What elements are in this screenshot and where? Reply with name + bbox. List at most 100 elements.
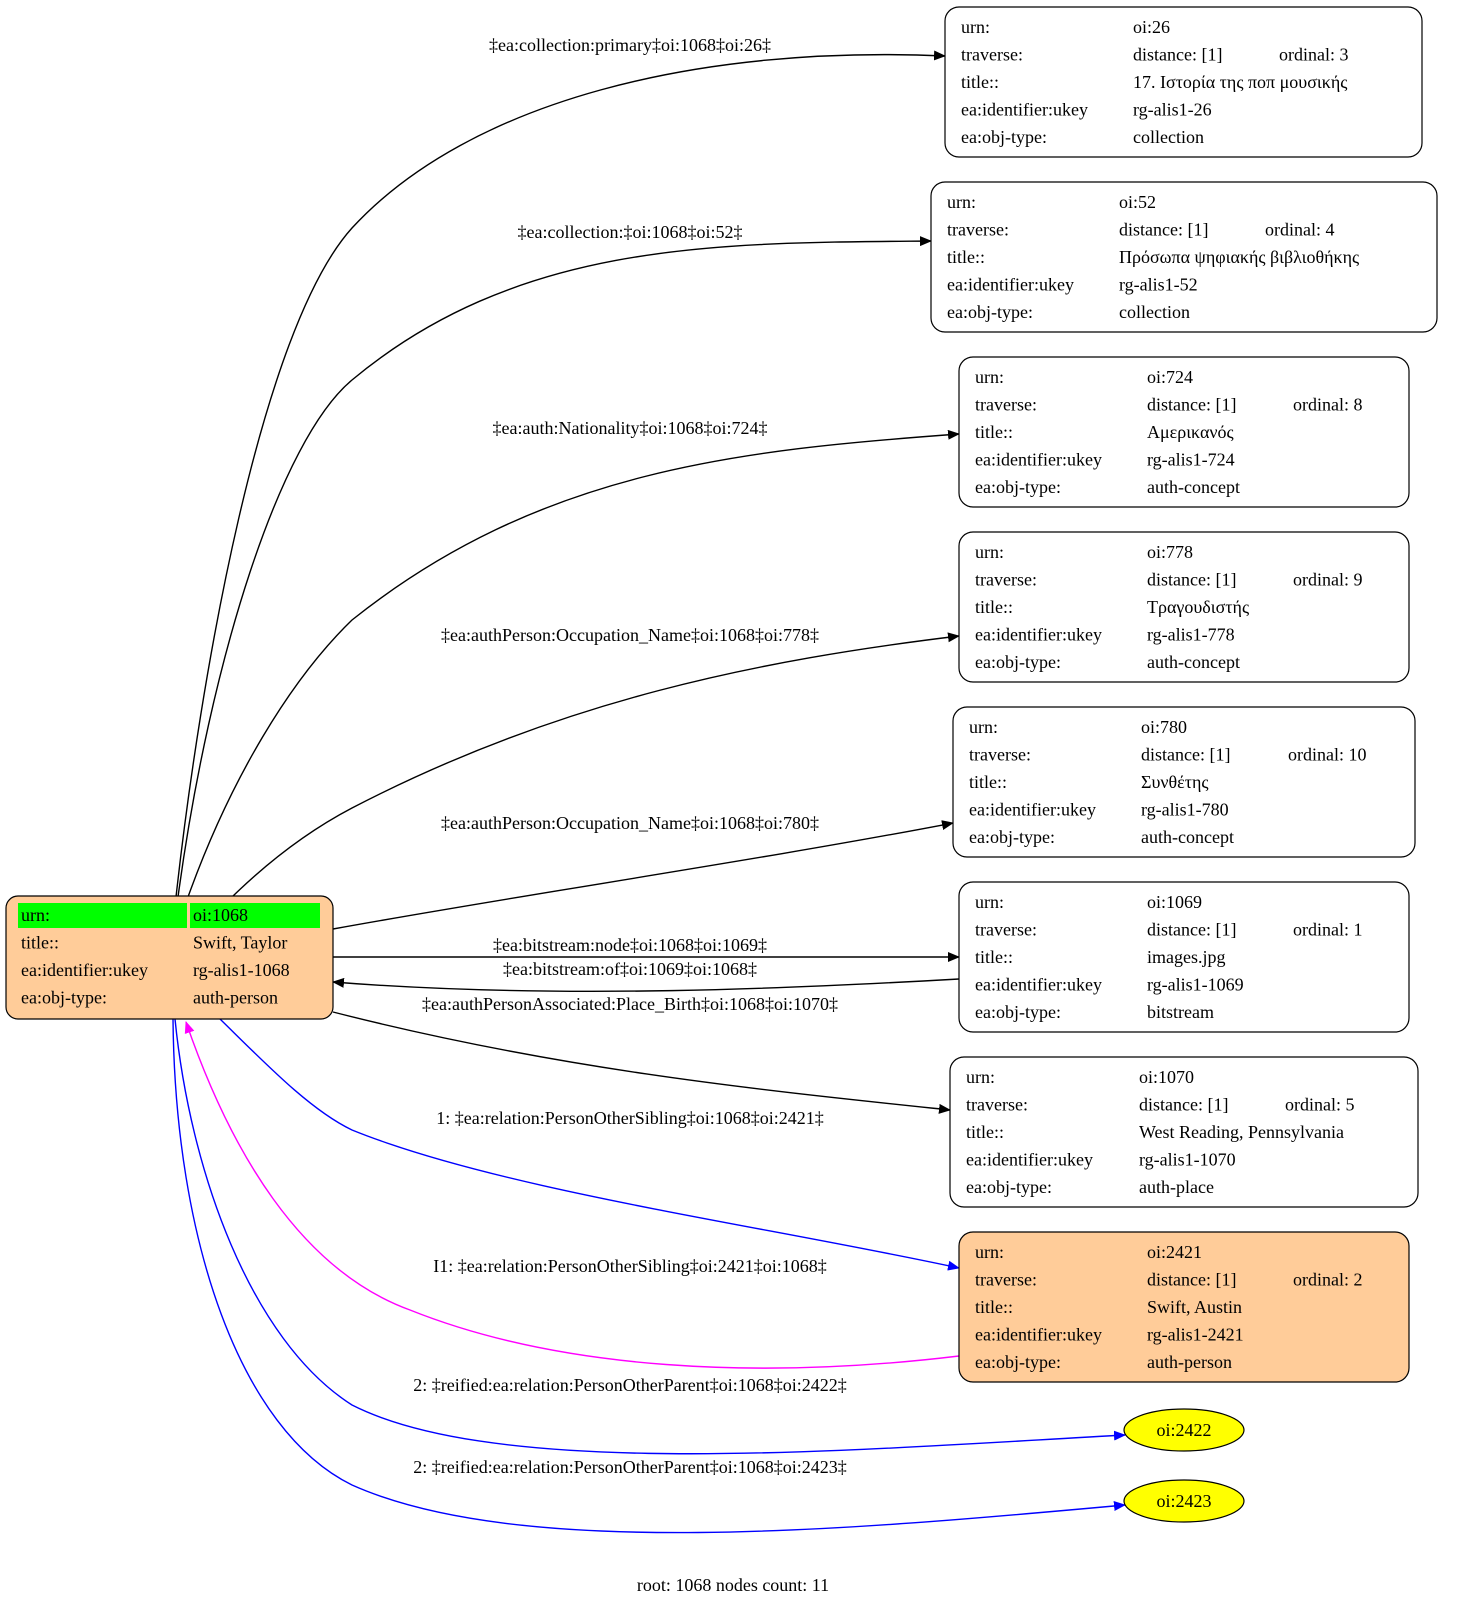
- node-objtype: auth-person: [1147, 1352, 1232, 1372]
- node-objtype: collection: [1119, 302, 1190, 322]
- edge-label: ‡ea:collection:primary‡oi:1068‡oi:26‡: [489, 35, 771, 55]
- row-key-title: title::: [947, 247, 985, 267]
- edge: ‡ea:collection:primary‡oi:1068‡oi:26‡: [175, 35, 946, 898]
- edge-label: 2: ‡reified:ea:relation:PersonOtherParen…: [413, 1375, 846, 1395]
- urn-key-highlight: [18, 903, 187, 928]
- node-ukey: rg-alis1-26: [1133, 100, 1212, 120]
- row-key-objtype: ea:obj-type:: [969, 827, 1055, 847]
- node-ukey: rg-alis1-780: [1141, 800, 1229, 820]
- edge: 2: ‡reified:ea:relation:PersonOtherParen…: [172, 1018, 1126, 1534]
- urn-value-highlight: [190, 903, 320, 928]
- node-title: Πρόσωπα ψηφιακής βιβλιοθήκης: [1119, 247, 1359, 267]
- root-row-value: auth-person: [193, 988, 278, 1008]
- edge-line: [219, 1018, 960, 1271]
- node-distance: distance: [1]: [1139, 1095, 1228, 1115]
- root-row-key: urn:: [21, 905, 50, 925]
- edge-label: 1: ‡ea:relation:PersonOtherSibling‡oi:10…: [436, 1108, 823, 1128]
- root-row-value: Swift, Taylor: [193, 933, 287, 953]
- edges-layer: ‡ea:collection:primary‡oi:1068‡oi:26‡ ‡ea…: [172, 35, 1126, 1534]
- reified-node-ellipse: [1123, 1479, 1245, 1523]
- node-objtype: auth-concept: [1147, 652, 1240, 672]
- edge-label: ‡ea:authPerson:Occupation_Name‡oi:1068‡o…: [441, 813, 819, 833]
- record-node-box: [958, 881, 1410, 1033]
- node-distance: distance: [1]: [1147, 1270, 1236, 1290]
- edge-label: ‡ea:auth:Nationality‡oi:1068‡oi:724‡: [493, 418, 768, 438]
- row-key-ukey: ea:identifier:ukey: [975, 1325, 1102, 1345]
- record-node-box: [958, 531, 1410, 683]
- row-key-title: title::: [969, 772, 1007, 792]
- row-key-traverse: traverse:: [975, 1270, 1037, 1290]
- node-ordinal: ordinal: 9: [1293, 570, 1363, 590]
- node-title: Swift, Austin: [1147, 1297, 1242, 1317]
- edge-line: [332, 977, 960, 993]
- reified-node[interactable]: oi:2423: [1123, 1479, 1245, 1523]
- row-key-title: title::: [975, 422, 1013, 442]
- row-key-traverse: traverse:: [969, 745, 1031, 765]
- node-urn: oi:26: [1133, 17, 1170, 37]
- row-key-traverse: traverse:: [947, 220, 1009, 240]
- row-key-objtype: ea:obj-type:: [975, 1002, 1061, 1022]
- row-key-ukey: ea:identifier:ukey: [975, 450, 1102, 470]
- row-key-traverse: traverse:: [975, 395, 1037, 415]
- row-key-objtype: ea:obj-type:: [975, 652, 1061, 672]
- node-ukey: rg-alis1-52: [1119, 275, 1198, 295]
- row-key-ukey: ea:identifier:ukey: [975, 625, 1102, 645]
- node-ordinal: ordinal: 5: [1285, 1095, 1355, 1115]
- node-urn: oi:780: [1141, 717, 1187, 737]
- record-node-box: [944, 6, 1423, 158]
- root-row-value: rg-alis1-1068: [193, 960, 290, 980]
- node-ukey: rg-alis1-1070: [1139, 1150, 1236, 1170]
- row-key-ukey: ea:identifier:ukey: [961, 100, 1088, 120]
- node-ordinal: ordinal: 2: [1293, 1270, 1363, 1290]
- edge-label: ‡ea:bitstream:node‡oi:1068‡oi:1069‡: [493, 935, 767, 955]
- edge-label: ‡ea:bitstream:of‡oi:1069‡oi:1068‡: [503, 959, 757, 979]
- edge: ‡ea:authPerson:Occupation_Name‡oi:1068‡o…: [231, 625, 960, 898]
- edge-label: ‡ea:collection:‡oi:1068‡oi:52‡: [518, 222, 743, 242]
- node-urn: oi:778: [1147, 542, 1193, 562]
- row-key-title: title::: [975, 597, 1013, 617]
- row-key-title: title::: [966, 1122, 1004, 1142]
- node-objtype: bitstream: [1147, 1002, 1214, 1022]
- edge-line: [175, 50, 946, 898]
- edge-label: ‡ea:authPerson:Occupation_Name‡oi:1068‡o…: [441, 625, 819, 645]
- row-key-title: title::: [975, 1297, 1013, 1317]
- node-title: images.jpg: [1147, 947, 1226, 967]
- node-ordinal: ordinal: 3: [1279, 45, 1349, 65]
- edge-label: ‡ea:authPersonAssociated:Place_Birth‡oi:…: [422, 994, 838, 1014]
- node-objtype: auth-concept: [1141, 827, 1234, 847]
- edge: ‡ea:collection:‡oi:1068‡oi:52‡: [177, 222, 932, 898]
- node-title: Συνθέτης: [1141, 772, 1208, 792]
- row-key-title: title::: [975, 947, 1013, 967]
- edge-label: I1: ‡ea:relation:PersonOtherSibling‡oi:2…: [433, 1256, 826, 1276]
- edge: ‡ea:authPerson:Occupation_Name‡oi:1068‡o…: [332, 813, 954, 930]
- node-distance: distance: [1]: [1141, 745, 1230, 765]
- row-key-objtype: ea:obj-type:: [975, 1352, 1061, 1372]
- root-row-key: ea:identifier:ukey: [21, 960, 148, 980]
- edge: ‡ea:auth:Nationality‡oi:1068‡oi:724‡: [187, 418, 960, 898]
- row-key-title: title::: [961, 72, 999, 92]
- graph-footer: root: 1068 nodes count: 11: [637, 1575, 829, 1595]
- root-row-key: title::: [21, 933, 59, 953]
- edge-line: [177, 236, 932, 898]
- row-key-ukey: ea:identifier:ukey: [947, 275, 1074, 295]
- edge: ‡ea:bitstream:node‡oi:1068‡oi:1069‡: [333, 935, 960, 962]
- root-row-value: oi:1068: [193, 905, 248, 925]
- node-ukey: rg-alis1-724: [1147, 450, 1235, 470]
- node-ukey: rg-alis1-1069: [1147, 975, 1244, 995]
- row-key-urn: urn:: [975, 1242, 1004, 1262]
- row-key-objtype: ea:obj-type:: [961, 127, 1047, 147]
- row-key-ukey: ea:identifier:ukey: [966, 1150, 1093, 1170]
- node-ordinal: ordinal: 4: [1265, 220, 1335, 240]
- reified-node[interactable]: oi:2422: [1123, 1408, 1245, 1452]
- node-distance: distance: [1]: [1133, 45, 1222, 65]
